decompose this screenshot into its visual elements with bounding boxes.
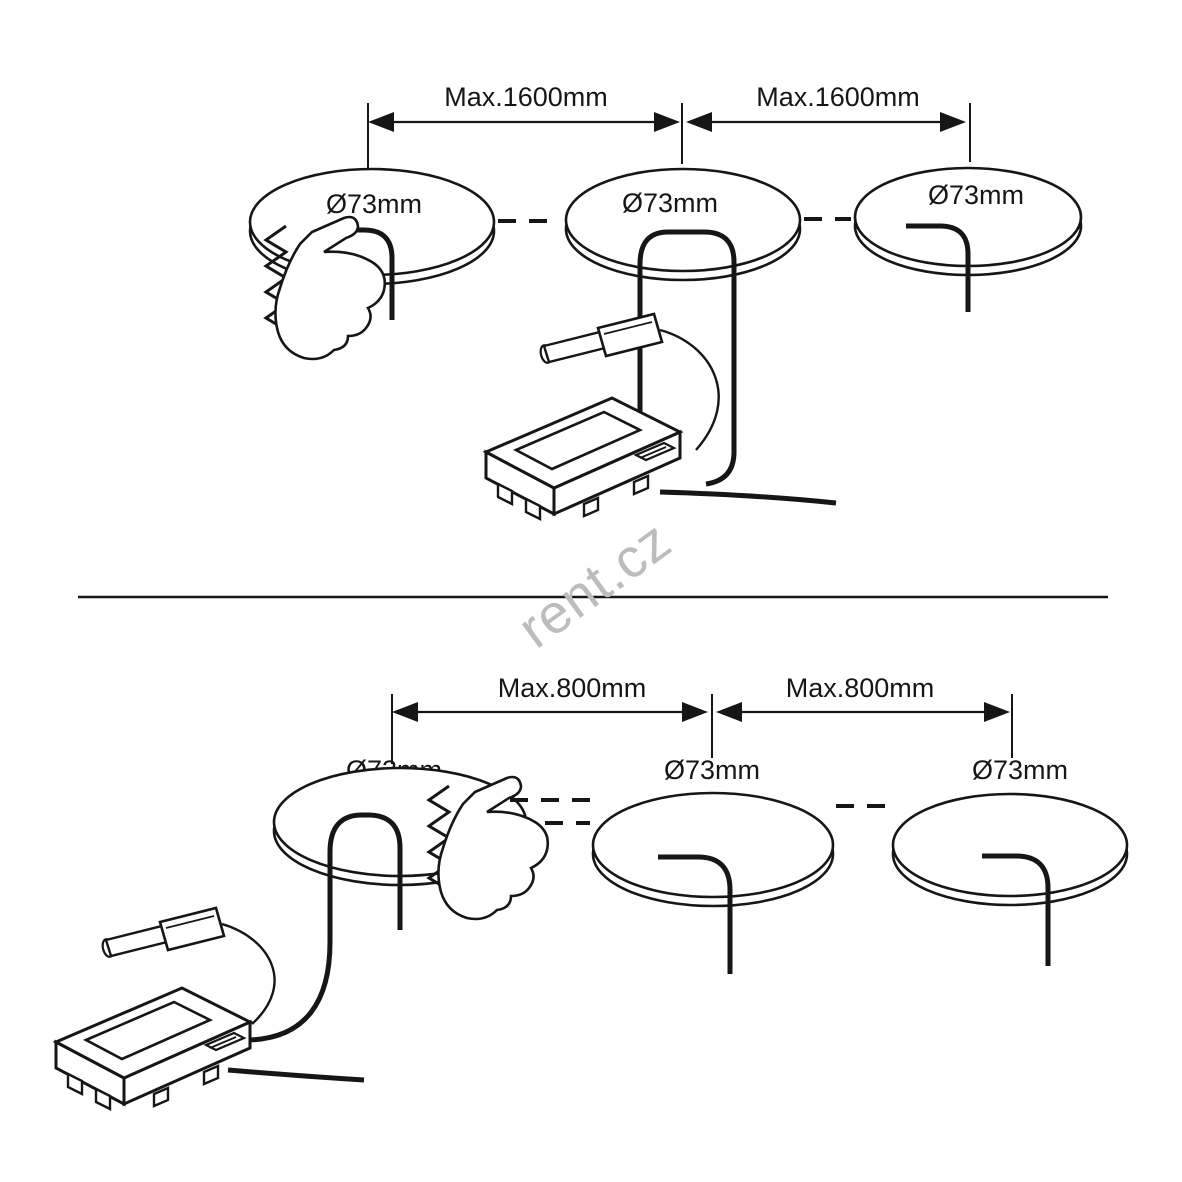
connector-plug (101, 906, 276, 1025)
lamp-cable (332, 227, 395, 320)
plug-barrel (542, 330, 607, 364)
arrow-left-icon (368, 112, 394, 132)
dimension-top-right: Max.1600mm (686, 82, 971, 162)
mains-cable (227, 1067, 365, 1083)
watermark-text: rent.cz (507, 508, 683, 659)
led-driver-icon (54, 986, 252, 1111)
hole-diameter-label: Ø73mm (326, 189, 422, 219)
plug-detail (165, 915, 215, 929)
dimension-label: Max.800mm (498, 673, 647, 703)
connector-wire (659, 328, 720, 451)
dimension-bottom-left: Max.800mm (391, 673, 713, 764)
arrow-right-icon (940, 112, 966, 132)
hole-ellipse (591, 791, 835, 899)
plug-body (158, 906, 226, 952)
plug-detail (603, 321, 653, 335)
hole-diameter-label: Ø73mm (928, 180, 1024, 210)
diagram-bottom: Max.800mm Max.800mm Ø73mm Ø73mm Ø73mm (54, 673, 1129, 1111)
lamp-cable (658, 854, 733, 974)
lamp-cable (906, 223, 971, 312)
ceiling-hole-2 (591, 791, 835, 908)
hole-ellipse (891, 792, 1129, 898)
arrow-right-icon (984, 702, 1010, 722)
hole-ellipse (564, 167, 802, 273)
connector-plug (539, 312, 720, 451)
dimension-label: Max.1600mm (444, 82, 608, 112)
led-driver-icon (484, 396, 682, 521)
arrow-left-icon (716, 702, 742, 722)
connector-wire (221, 922, 276, 1025)
hole-ellipse (248, 167, 496, 277)
dimension-label: Max.800mm (786, 673, 935, 703)
lamp-cable-loop (637, 229, 737, 487)
mains-cable (659, 489, 837, 506)
dimension-label: Max.1600mm (756, 82, 920, 112)
dimension-top-left: Max.1600mm (367, 82, 683, 168)
arrow-right-icon (682, 702, 708, 722)
arrow-right-icon (654, 112, 680, 132)
lamp-cable (982, 853, 1051, 966)
arrow-left-icon (686, 112, 712, 132)
dimension-bottom-right: Max.800mm (716, 673, 1013, 758)
arrow-left-icon (392, 702, 418, 722)
hole-diameter-label: Ø73mm (622, 188, 718, 218)
ceiling-hole-3 (891, 792, 1129, 907)
hole-diameter-label: Ø73mm (664, 755, 760, 785)
lamp-cable-loop (239, 812, 403, 1043)
diagram-top: Max.1600mm Max.1600mm Ø73mm Ø73mm (248, 82, 1083, 521)
ceiling-hole-2: Ø73mm (564, 167, 802, 282)
hole-diameter-label: Ø73mm (972, 755, 1068, 785)
plug-body (596, 312, 664, 358)
plug-barrel (104, 924, 169, 958)
